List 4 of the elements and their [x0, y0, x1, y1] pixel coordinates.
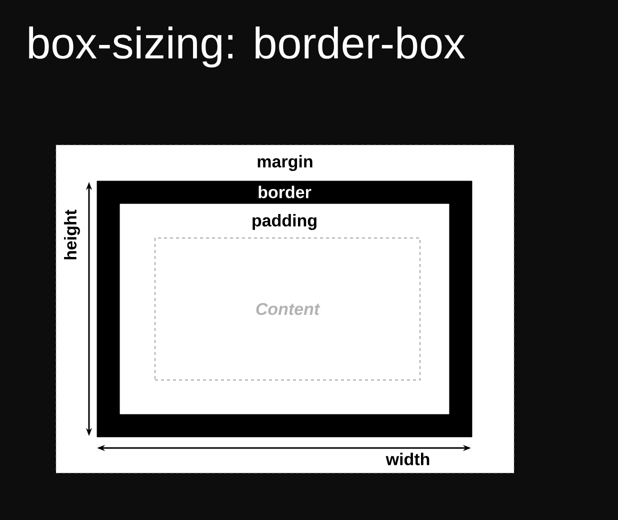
dimension-label: height	[63, 208, 81, 262]
dimension-label: width	[384, 452, 432, 466]
box: Content	[154, 238, 420, 380]
title: box-sizing: border-box	[29, 26, 466, 68]
